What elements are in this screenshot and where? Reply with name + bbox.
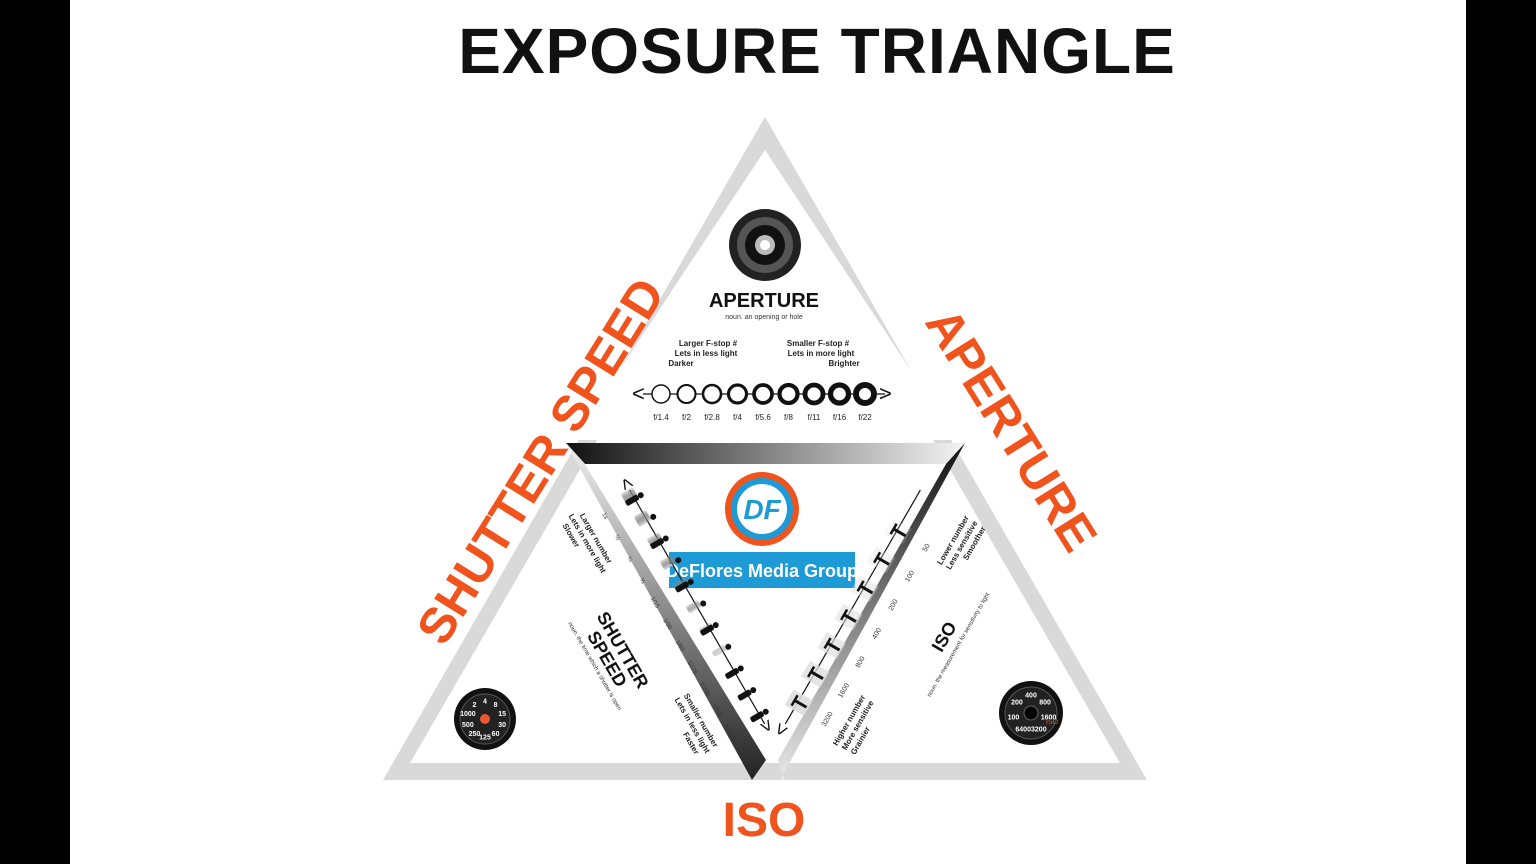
runner-icon bbox=[699, 622, 719, 636]
aperture-iris-opening bbox=[785, 390, 792, 398]
iso-figure-icon bbox=[883, 517, 912, 545]
aperture-iris-opening bbox=[758, 389, 768, 399]
aperture-arrow-left-icon: < bbox=[632, 381, 645, 406]
fstop-label: f/22 bbox=[858, 413, 872, 422]
dial-number: 125 bbox=[479, 735, 491, 742]
iso-figure-icon bbox=[834, 603, 863, 631]
fstop-label: f/11 bbox=[808, 413, 821, 422]
lens-icon bbox=[729, 209, 801, 281]
center-band-right bbox=[778, 443, 965, 780]
iso-value-label: 100 bbox=[904, 570, 916, 584]
iso-value-label: 400 bbox=[871, 627, 883, 641]
iso-figure-icon bbox=[784, 689, 813, 717]
aperture-left-note-3: Darker bbox=[668, 359, 693, 368]
dial-number: 8 bbox=[494, 702, 498, 709]
aperture-subtriangle bbox=[573, 150, 957, 440]
aperture-right-note-1: Smaller F-stop # bbox=[787, 339, 850, 348]
fstop-label: f/1.4 bbox=[653, 413, 669, 422]
logo-monogram: DF bbox=[743, 494, 781, 525]
dial-number: 6400 bbox=[1015, 727, 1031, 734]
dial-number: 60 bbox=[492, 731, 500, 738]
runner-icon bbox=[647, 532, 669, 549]
iso-dial-label: ISO bbox=[1046, 719, 1059, 726]
aperture-iris-opening bbox=[837, 391, 842, 397]
runner-icon bbox=[686, 600, 707, 613]
fstop-row: f/1.4 f/2 f/2.8 f/4 f/5.6 f/8 f/11 f/16 f/22 bbox=[643, 382, 885, 422]
fstop-label: f/2.8 bbox=[704, 413, 720, 422]
shutter-speed-label: ½ bbox=[613, 534, 622, 542]
aperture-left-note-2: Lets in less light bbox=[675, 349, 738, 358]
company-name-banner bbox=[669, 552, 855, 588]
shutter-speed-label: 1/15 bbox=[649, 596, 660, 610]
dial-number: 30 bbox=[498, 722, 506, 729]
aperture-iris-opening bbox=[654, 387, 668, 401]
aperture-right-note-3: Brighter bbox=[828, 359, 859, 368]
center-band-left bbox=[566, 443, 766, 780]
aperture-iris-opening bbox=[732, 389, 743, 399]
iso-figure-icon bbox=[850, 575, 879, 602]
runner-icon bbox=[737, 687, 757, 701]
aperture-panel: APERTURE noun. an opening or hole Larger… bbox=[632, 209, 892, 422]
iso-value-label: 200 bbox=[888, 598, 900, 612]
runner-icon bbox=[712, 643, 732, 657]
aperture-right-note-2: Lets in more light bbox=[788, 349, 855, 358]
company-name: DeFlores Media Group bbox=[666, 561, 858, 581]
side-label-iso: ISO bbox=[723, 794, 806, 847]
dial-number: 15 bbox=[498, 711, 506, 718]
runner-icon bbox=[634, 510, 657, 527]
shutter-speed-label: 1s bbox=[600, 512, 608, 520]
aperture-left-note-1: Larger F-stop # bbox=[679, 339, 738, 348]
iso-figure-icon bbox=[817, 632, 846, 659]
shutter-speed-label: ¼ bbox=[625, 556, 633, 564]
aperture-heading: APERTURE bbox=[709, 290, 819, 312]
center-band-top bbox=[566, 443, 965, 464]
iso-figure-icon bbox=[801, 660, 830, 688]
aperture-arrow-right-icon: > bbox=[879, 381, 892, 406]
deflores-logo: DF DeFlores Media Group bbox=[666, 472, 858, 588]
runner-icon bbox=[660, 555, 682, 570]
runner-icon bbox=[621, 487, 644, 506]
dial-number: 250 bbox=[469, 731, 481, 738]
center-triangle bbox=[586, 466, 944, 758]
dial-number: 500 bbox=[462, 722, 474, 729]
iso-figure-icon bbox=[867, 546, 896, 574]
fstop-label: f/8 bbox=[784, 413, 793, 422]
aperture-iris-opening bbox=[863, 392, 867, 396]
page-title: EXPOSURE TRIANGLE bbox=[458, 15, 1176, 87]
fstop-label: f/5.6 bbox=[755, 413, 771, 422]
runner-icon bbox=[673, 578, 694, 593]
aperture-iris-opening bbox=[811, 391, 817, 397]
dial-number: 800 bbox=[1039, 699, 1051, 706]
shutter-speed-label: 1/60 bbox=[674, 640, 685, 654]
shutter-speed-label: 1/30 bbox=[661, 618, 672, 632]
dial-number: 100 bbox=[1008, 715, 1020, 722]
dial-number: 1000 bbox=[460, 711, 476, 718]
shutter-speed-label: ⅛ bbox=[638, 578, 646, 586]
fstop-label: f/2 bbox=[682, 413, 691, 422]
dial-number: 400 bbox=[1025, 693, 1037, 700]
iso-value-label: 800 bbox=[855, 655, 867, 669]
aperture-iris-opening bbox=[706, 388, 718, 400]
runner-icon bbox=[750, 708, 769, 723]
dial-number: 1600 bbox=[1041, 715, 1057, 722]
dial-number: 4 bbox=[483, 699, 487, 706]
fstop-label: f/4 bbox=[733, 413, 742, 422]
fstop-label: f/16 bbox=[833, 413, 847, 422]
aperture-iris-opening bbox=[680, 387, 693, 401]
iso-value-label: 50 bbox=[922, 543, 932, 553]
dial-number: 2 bbox=[472, 702, 476, 709]
runner-icon bbox=[725, 665, 744, 679]
aperture-definition: noun. an opening or hole bbox=[725, 314, 803, 321]
dial-number: 3200 bbox=[1031, 727, 1047, 734]
dial-number: 200 bbox=[1011, 699, 1023, 706]
